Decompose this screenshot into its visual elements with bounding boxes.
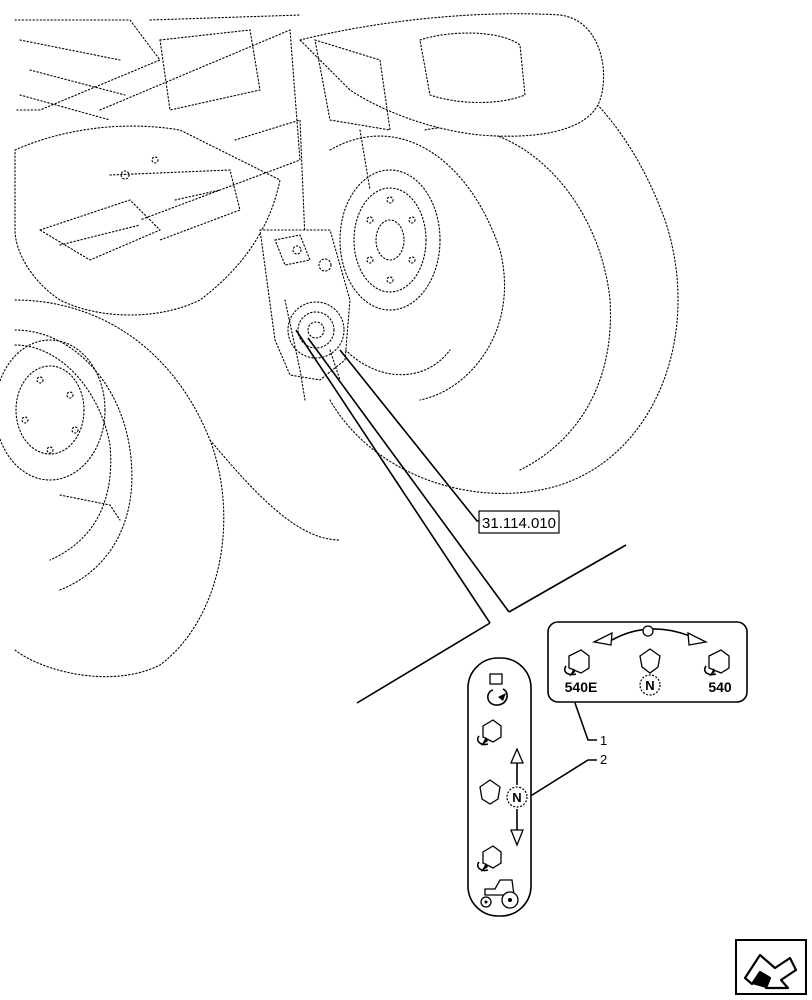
section-break-line-upper xyxy=(508,544,627,613)
pto-shaft-icon xyxy=(703,649,730,677)
tractor-icon xyxy=(480,879,519,909)
decal-1-center-label: N xyxy=(645,678,654,693)
tractor-illustration xyxy=(0,13,679,678)
neutral-circle-1 xyxy=(639,674,661,696)
pto-shaft-icon xyxy=(479,779,501,805)
pto-engage-icon xyxy=(487,673,508,706)
pto-housing xyxy=(259,229,351,401)
selector-knob-icon xyxy=(642,625,654,637)
arrow-right-head xyxy=(687,631,709,646)
section-break-line xyxy=(356,622,491,704)
pto-shaft-icon xyxy=(476,719,502,746)
cab-chassis xyxy=(14,14,306,316)
decal-leader-left xyxy=(295,329,491,624)
callout-1-number: 1 xyxy=(600,733,607,748)
arrow-down-icon xyxy=(510,809,524,847)
callout-2: 2 xyxy=(528,752,607,798)
decal-1-pto-speed: 540E N 540 xyxy=(547,621,748,703)
reference-callout: 31.114.010 xyxy=(339,349,560,534)
callout-2-number: 2 xyxy=(600,752,607,767)
reference-label: 31.114.010 xyxy=(482,515,556,532)
decal-1-left-label: 540E xyxy=(565,679,598,695)
decal-leader-lines xyxy=(295,329,627,704)
callout-1: 1 xyxy=(574,702,607,748)
decal-leader-right xyxy=(307,337,510,613)
reference-label-box xyxy=(478,510,560,534)
decal-2-vertical-selector: N xyxy=(467,657,532,917)
pto-shaft-icon xyxy=(476,845,502,872)
pto-shaft-icon xyxy=(639,648,661,674)
right-rear-wheel xyxy=(329,32,679,494)
left-rear-wheel xyxy=(0,299,341,678)
decal-1-right-label: 540 xyxy=(708,679,732,695)
reference-leader-line xyxy=(339,349,480,522)
right-fender xyxy=(298,13,605,191)
arrow-up-icon xyxy=(510,747,524,785)
decal-2-neutral-label: N xyxy=(512,790,521,805)
pto-shaft-icon xyxy=(563,649,590,677)
arrow-left-head xyxy=(591,631,613,646)
navigation-arrow-icon[interactable] xyxy=(735,939,807,995)
neutral-circle-2 xyxy=(506,786,528,808)
